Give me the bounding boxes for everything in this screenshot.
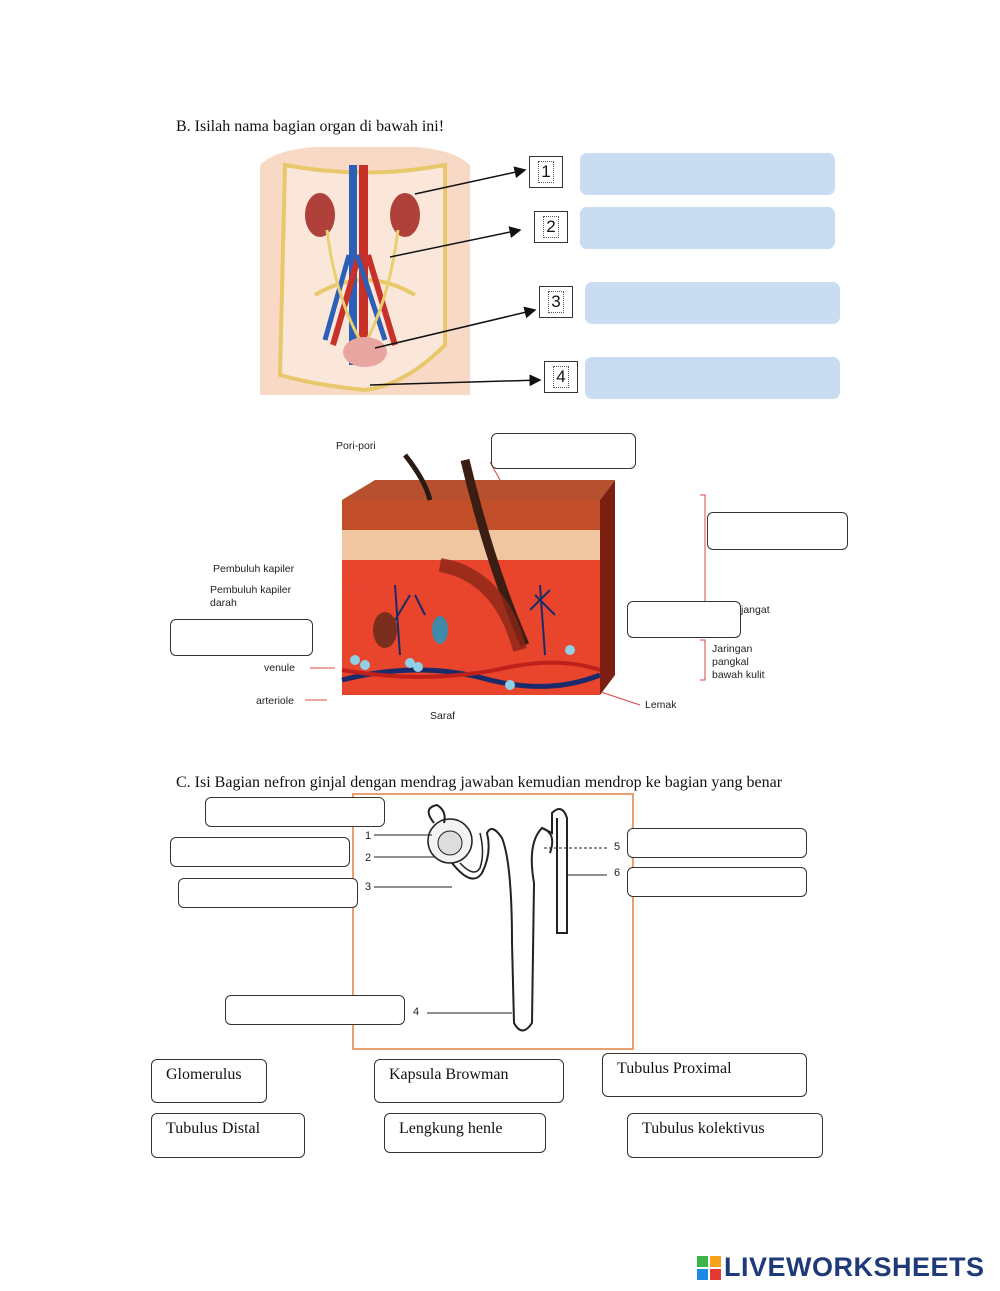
label-pori: Pori-pori: [336, 440, 376, 452]
option-lengkung-henle[interactable]: Lengkung henle: [384, 1113, 546, 1153]
liveworksheets-logo-icon: [697, 1256, 721, 1280]
skin-drop-box-dermis[interactable]: [627, 601, 741, 638]
label-kapiler: Pembuluh kapiler: [213, 563, 295, 575]
label-saraf: Saraf: [430, 710, 456, 722]
number-label-4: 4: [544, 361, 578, 393]
skin-diagram-image: [341, 453, 615, 695]
label-jaringan-3: bawah kulit: [712, 669, 765, 681]
label-kapiler-darah-2: darah: [210, 597, 237, 609]
urinary-system-image: [260, 147, 470, 395]
option-glomerulus[interactable]: Glomerulus: [151, 1059, 267, 1103]
skin-drop-box-hair[interactable]: [491, 433, 636, 469]
option-tubulus-proximal[interactable]: Tubulus Proximal: [602, 1053, 807, 1097]
section-b-title: B. Isilah nama bagian organ di bawah ini…: [176, 118, 445, 135]
nephron-drop-box-4[interactable]: [225, 995, 405, 1025]
option-kapsula-browman[interactable]: Kapsula Browman: [374, 1059, 564, 1103]
nephron-number-5: 5: [614, 841, 621, 853]
skin-drop-box-epidermis[interactable]: [707, 512, 848, 550]
nephron-number-6: 6: [614, 867, 621, 879]
nephron-number-2: 2: [365, 852, 372, 864]
label-jaringan-2: pangkal: [712, 656, 749, 668]
answer-input-1[interactable]: [580, 153, 835, 195]
label-jangat: jangat: [741, 604, 770, 616]
nephron-drop-box-1[interactable]: [205, 797, 385, 827]
nephron-drop-box-2[interactable]: [170, 837, 350, 867]
nephron-drop-box-5[interactable]: [627, 828, 807, 858]
option-tubulus-kolektivus[interactable]: Tubulus kolektivus: [627, 1113, 823, 1158]
number-label-1: 1: [529, 156, 563, 188]
label-lemak: Lemak: [645, 699, 677, 711]
nephron-number-4: 4: [413, 1006, 420, 1018]
liveworksheets-brand[interactable]: LIVEWORKSHEETS: [724, 1252, 985, 1282]
label-arteriole: arteriole: [256, 695, 294, 707]
section-c-title: C. Isi Bagian nefron ginjal dengan mendr…: [176, 774, 783, 791]
nephron-drop-box-6[interactable]: [627, 867, 807, 897]
number-label-3: 3: [539, 286, 573, 318]
nephron-number-1: 1: [365, 830, 372, 842]
option-tubulus-distal[interactable]: Tubulus Distal: [151, 1113, 305, 1158]
answer-input-3[interactable]: [585, 282, 840, 324]
nephron-drop-box-3[interactable]: [178, 878, 358, 908]
label-venule: venule: [264, 662, 295, 674]
label-arrows: [370, 166, 542, 387]
answer-input-4[interactable]: [585, 357, 840, 399]
nephron-number-3: 3: [365, 881, 372, 893]
skin-drop-box-gland[interactable]: [170, 619, 313, 656]
number-label-2: 2: [534, 211, 568, 243]
label-kapiler-darah-1: Pembuluh kapiler: [210, 584, 292, 596]
label-jaringan-1: Jaringan: [712, 643, 753, 655]
skin-leader-lines: [305, 461, 706, 706]
answer-input-2[interactable]: [580, 207, 835, 249]
